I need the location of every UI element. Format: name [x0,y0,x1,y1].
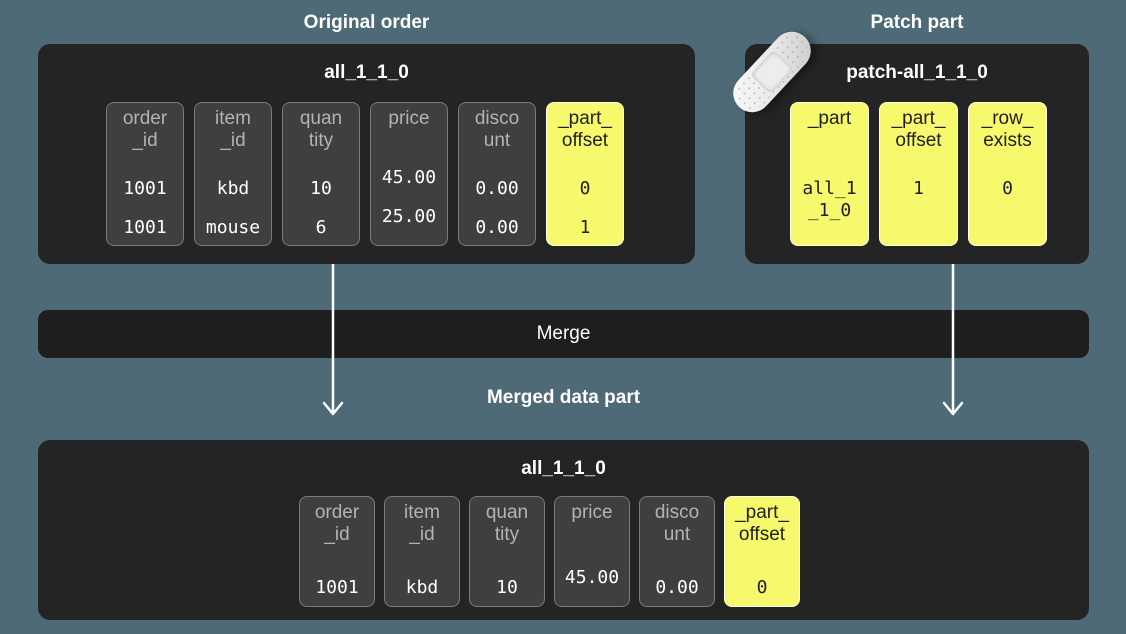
column-value: 10 [310,178,332,199]
column-header: _part [807,108,852,129]
original-part-name: all_1_1_0 [324,62,409,83]
column-values: 45.00 25.00 [382,167,436,245]
column-price: price 45.00 25.00 [370,102,448,246]
column-values: all_1 _1_0 [802,178,856,239]
column-values: 0 [756,577,768,606]
column-values: 0.00 [655,577,699,606]
column-value: 1 [913,178,924,199]
column-header: order _id [122,108,168,151]
merge-bar: Merge [38,310,1089,358]
column-value: mouse [205,217,261,238]
column-header: _part_ offset [558,108,612,151]
column-value: 10 [496,577,518,598]
column-discount: disco unt 0.00 0.00 [458,102,536,246]
merged-part-name: all_1_1_0 [521,458,606,479]
column-values: 0.00 0.00 [475,178,519,245]
column-value: 45.00 [381,167,437,188]
column-value: 1001 [123,217,167,238]
column-values: 1001 1001 [123,178,167,245]
column-quantity: quan tity 10 6 [282,102,360,246]
column-values: 10 [496,577,518,606]
column-header: _part_ offset [735,502,789,545]
patch-part-title: Patch part [870,12,964,33]
patch-part-panel: patch-all_1_1_0 _part all_1 _1_0 _part_ of… [745,44,1089,264]
column-value: 0.00 [475,178,519,199]
column-values: 0 [1002,178,1013,217]
column-_part_offset: _part_ offset 1 [879,102,958,246]
column-value: all_1 _1_0 [802,178,857,221]
column-price: price 45.00 [554,496,630,607]
merge-arrow-right-icon [942,264,964,416]
column-value: kbd [216,178,250,199]
original-order-title: Original order [303,12,430,33]
column-values: 10 6 [310,178,332,245]
column-value: 0 [1002,178,1013,199]
column-value: 0 [756,577,768,598]
column-order_id: order _id 1001 1001 [106,102,184,246]
column-header: _row_ exists [981,108,1034,151]
column-header: order _id [314,502,360,545]
column-value: 1 [579,217,591,238]
column-header: item _id [215,108,251,151]
column-value: 0.00 [655,577,699,598]
column-header: quan tity [485,502,529,545]
column-values: kbd mouse [205,178,261,245]
column-header: _part_ offset [891,108,946,151]
column-value: 0.00 [475,217,519,238]
merged-data-part-title: Merged data part [486,387,641,408]
column-_row_exists: _row_ exists 0 [968,102,1047,246]
column-_part_offset: _part_ offset 0 [724,496,800,607]
column-values: 1001 [315,577,359,606]
column-values: kbd [405,577,439,606]
column-header: price [571,502,613,523]
column-header: item _id [404,502,440,545]
column-header: disco unt [654,502,700,545]
column-value: 25.00 [381,206,437,227]
column-values: 45.00 [565,567,619,606]
column-order_id: order _id 1001 [299,496,375,607]
column-header: quan tity [299,108,343,151]
column-value: 1001 [123,178,167,199]
column-_part: _part all_1 _1_0 [790,102,869,246]
column-value: 45.00 [564,567,620,588]
column-discount: disco unt 0.00 [639,496,715,607]
column-value: 6 [315,217,327,238]
column-quantity: quan tity 10 [469,496,545,607]
column-values: 1 [913,178,924,217]
column-value: kbd [405,577,439,598]
column-value: 1001 [315,577,359,598]
merge-arrow-left-icon [322,264,344,416]
column-header: disco unt [474,108,520,151]
column-value: 0 [579,178,591,199]
patch-part-name: patch-all_1_1_0 [846,62,988,83]
patch-part-columns: _part all_1 _1_0 _part_ offset 1 _row_ exist… [790,102,1047,246]
column-header: price [388,108,430,129]
